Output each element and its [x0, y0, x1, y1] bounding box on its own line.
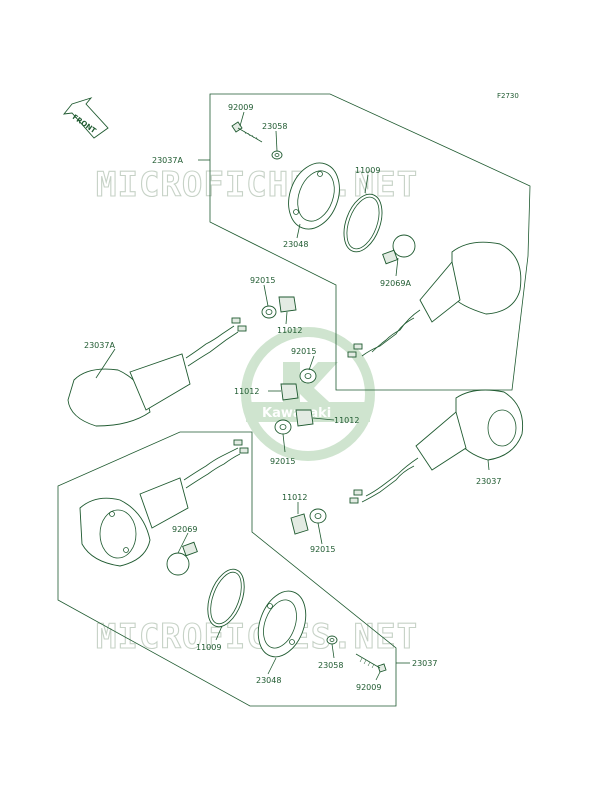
turn-signal-bottom-left-housing: [79, 439, 249, 567]
screw-bottom: [355, 653, 387, 673]
label-23048-bottom: 23048: [256, 676, 281, 685]
frame-bottom-left: [57, 431, 397, 707]
o-ring-bottom: [207, 568, 245, 628]
bushing-11012-center-bottom: [295, 409, 314, 427]
label-92015-center: 92015: [291, 347, 316, 356]
label-11012-left-top: 11012: [277, 326, 302, 335]
lens-cover-top: [288, 162, 340, 230]
label-92015-center-2: 92015: [270, 457, 295, 466]
turn-signal-right: [349, 389, 524, 504]
turn-signal-top-right: [347, 241, 522, 358]
label-92069: 92069: [172, 525, 197, 534]
label-92015-right: 92015: [310, 545, 335, 554]
bulb-bottom: [166, 541, 198, 576]
bulb-top: [382, 234, 416, 265]
label-11012-center: 11012: [234, 387, 259, 396]
label-23037a-left: 23037A: [84, 341, 115, 350]
grommet-92015-center-top: [299, 368, 317, 384]
watermark-bottom: MICROFICHES.NET: [96, 617, 418, 657]
washer-bottom: [326, 635, 338, 645]
leader-lines: [95, 111, 490, 681]
label-92015-left-top: 92015: [250, 276, 275, 285]
label-23037-right: 23037: [476, 477, 501, 486]
grommet-92015-right: [309, 508, 327, 524]
front-arrow-icon: FRONT: [62, 97, 109, 139]
label-23037-bottom: 23037: [412, 659, 437, 668]
label-23058-top: 23058: [262, 122, 287, 131]
figure-code: F2730: [497, 92, 519, 100]
label-23058-bottom: 23058: [318, 661, 343, 670]
bushing-11012-center-top: [280, 383, 299, 401]
label-11009-top: 11009: [355, 166, 380, 175]
bushing-11012-left-top: [278, 296, 297, 313]
label-23037a-top: 23037A: [152, 156, 183, 165]
label-23048-top: 23048: [283, 240, 308, 249]
grommet-92015-center-bottom: [274, 419, 292, 435]
turn-signal-left: [67, 317, 247, 427]
label-11012-right: 11012: [282, 493, 307, 502]
label-92009-top: 92009: [228, 103, 253, 112]
o-ring-top: [343, 193, 383, 253]
screw-top: [231, 121, 263, 143]
bushing-11012-right: [290, 513, 309, 535]
label-92069a: 92069A: [380, 279, 411, 288]
label-92009-bottom: 92009: [356, 683, 381, 692]
grommet-92015-left-top: [261, 305, 277, 319]
lens-cover-bottom: [257, 590, 307, 658]
label-11009-bottom: 11009: [196, 643, 221, 652]
label-11012-center-2: 11012: [334, 416, 359, 425]
frame-top-right: [209, 93, 531, 391]
washer-top: [271, 150, 283, 160]
